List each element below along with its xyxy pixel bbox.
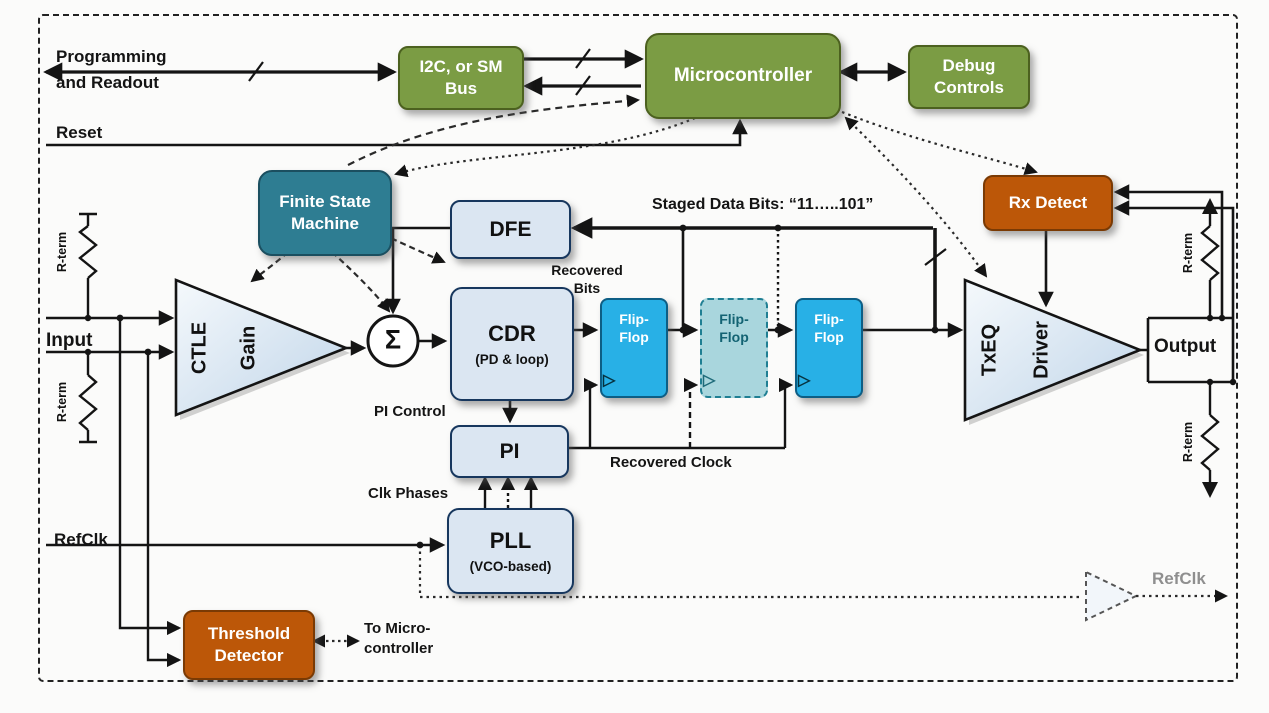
block-flip-flop-2: Flip- Flop ▷ <box>700 298 768 398</box>
pll-title: PLL <box>489 527 532 553</box>
block-flip-flop-1: Flip- Flop ▷ <box>600 298 668 398</box>
sigma-symbol: Σ <box>384 324 402 355</box>
txeq-triangle <box>963 278 1144 425</box>
fsm-to-cdr-dashed <box>381 233 446 264</box>
block-i2c-bus: I2C, or SM Bus <box>398 46 524 110</box>
output-wires <box>1140 316 1234 384</box>
flip-flop-1-label: Flip- Flop <box>619 311 649 346</box>
label-rterm-right-top: R-term <box>1181 232 1195 274</box>
dfe-to-sigma-wire <box>385 226 450 315</box>
label-gain: Gain <box>237 325 260 371</box>
clock-pin-icon: ▷ <box>798 372 811 390</box>
resistor-left-bottom <box>78 352 98 444</box>
junction-dots <box>84 224 1237 549</box>
block-debug-controls: Debug Controls <box>908 45 1030 109</box>
label-programming-readout: Programming and Readout <box>56 47 167 92</box>
label-driver: Driver <box>1030 321 1053 379</box>
label-recovered-bits: Recovered Bits <box>551 262 623 297</box>
micro-to-fsm-dotted <box>394 116 696 178</box>
block-rx-detect: Rx Detect <box>983 175 1113 231</box>
resistor-left-top <box>78 212 98 318</box>
clock-pin-icon: ▷ <box>703 372 716 390</box>
label-rterm-right-bottom: R-term <box>1181 421 1195 463</box>
block-finite-state-machine: Finite State Machine <box>258 170 392 256</box>
flip-flop-2-label: Flip- Flop <box>719 311 749 346</box>
label-pi-control: PI Control <box>374 403 446 420</box>
label-staged-data-bits: Staged Data Bits: “11…..101” <box>652 196 874 213</box>
fsm-to-ctle-dashed <box>250 251 289 283</box>
block-dfe: DFE <box>450 200 571 259</box>
label-rterm-left-top: R-term <box>55 231 69 273</box>
label-txeq: TxEQ <box>978 323 1001 377</box>
label-rterm-left-bottom: R-term <box>55 381 69 423</box>
cdr-subtitle: (PD & loop) <box>475 351 549 367</box>
clk-phase-wires <box>477 475 539 508</box>
ctle-triangle <box>174 278 350 420</box>
label-refclk-left: RefClk <box>54 530 108 549</box>
label-ctle: CTLE <box>188 321 211 375</box>
refclk-buffer-triangle <box>1085 570 1139 622</box>
label-refclk-right: RefClk <box>1152 569 1206 588</box>
top-bus-wires <box>43 48 907 147</box>
block-microcontroller: Microcontroller <box>645 33 841 119</box>
block-threshold-detector: Threshold Detector <box>183 610 315 680</box>
label-clk-phases: Clk Phases <box>368 485 449 502</box>
block-flip-flop-3: Flip- Flop ▷ <box>795 298 863 398</box>
diagram-border <box>38 14 1238 682</box>
flip-flop-3-label: Flip- Flop <box>814 311 844 346</box>
summing-node <box>346 226 450 368</box>
clock-pin-icon: ▷ <box>603 372 616 390</box>
refclk-passthrough <box>418 545 1228 622</box>
fsm-to-micro-dashed <box>347 94 640 166</box>
label-reset: Reset <box>56 123 103 142</box>
block-pi: PI <box>450 425 569 478</box>
block-pll: PLL (VCO-based) <box>447 508 574 594</box>
micro-to-txeq-dotted <box>844 116 988 278</box>
resistor-right-top <box>1200 198 1220 318</box>
cdr-title: CDR <box>488 320 536 346</box>
pll-subtitle: (VCO-based) <box>469 558 552 574</box>
recovered-clock-wires <box>565 377 794 450</box>
block-cdr: CDR (PD & loop) <box>450 287 574 401</box>
label-recovered-clock: Recovered Clock <box>610 454 732 471</box>
staged-bits-bus <box>570 217 947 330</box>
resistor-right-bottom <box>1200 382 1220 498</box>
fsm-to-sigma-dashed <box>331 251 391 313</box>
label-input: Input <box>46 330 93 351</box>
label-to-microcontroller: To Micro- controller <box>364 620 434 658</box>
label-output: Output <box>1154 336 1217 357</box>
rx-detect-wires <box>1038 184 1235 382</box>
